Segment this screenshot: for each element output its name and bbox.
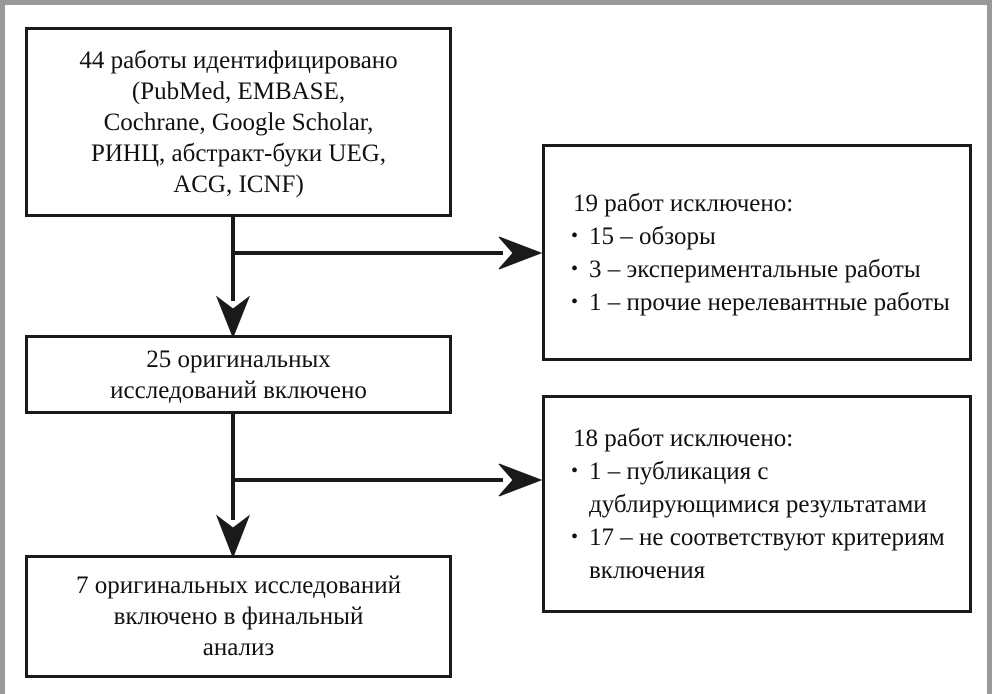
node-line: 7 оригинальных исследований [76, 572, 401, 599]
node-line: анализ [202, 634, 275, 661]
edge-included-to-final [215, 414, 251, 559]
exclusion-reason-text: 1 – прочие нерелевантные работы [589, 288, 950, 316]
exclusion-heading: 19 работ исключено: [573, 189, 794, 217]
node-original-studies-included: 25 оригинальных исследований включено [25, 335, 452, 414]
node-line: Cochrane, Google Scholar, [103, 108, 374, 136]
node-excluded-first-stage: 19 работ исключено: • 15 – обзоры • 3 – … [542, 144, 972, 361]
exclusion-reason-item: • 3 – экспериментальные работы [559, 253, 955, 286]
exclusion-reason-item: • 15 – обзоры [559, 220, 955, 253]
bullet-icon: • [571, 525, 579, 548]
exclusion-reason-list: • 1 – публикация с дублирующимися резуль… [559, 455, 955, 587]
bullet-icon: • [571, 224, 579, 247]
bullet-icon: • [571, 459, 579, 482]
exclusion-reason-item: • 17 – не соответствуют критериям включе… [559, 521, 955, 587]
exclusion-reason-text: 3 – экспериментальные работы [589, 255, 921, 283]
edge-included-to-excluded-2 [233, 463, 543, 497]
node-line: РИНЦ, абстракт-буки UEG, [90, 139, 387, 167]
node-line: 44 работы идентифицировано [79, 46, 398, 74]
exclusion-reason-item: • 1 – прочие нерелевантные работы [559, 286, 955, 319]
bullet-icon: • [571, 290, 579, 313]
node-identified-records: 44 работы идентифицировано (PubMed, EMBA… [25, 27, 452, 217]
exclusion-reason-text: 15 – обзоры [589, 222, 716, 250]
exclusion-reason-list: • 15 – обзоры • 3 – экспериментальные ра… [559, 220, 955, 319]
bullet-icon: • [571, 257, 579, 280]
node-line: ACG, ICNF) [173, 170, 304, 198]
exclusion-heading: 18 работ исключено: [573, 424, 794, 452]
node-line: исследований включено [110, 376, 367, 404]
node-line: включено в финальный [113, 603, 364, 630]
exclusion-reason-item: • 1 – публикация с дублирующимися резуль… [559, 455, 955, 521]
node-line: (PubMed, EMBASE, [131, 77, 346, 105]
node-final-analysis: 7 оригинальных исследований включено в ф… [25, 555, 452, 678]
node-line: 25 оригинальных [146, 345, 331, 373]
edge-sources-to-included [215, 217, 251, 339]
edge-sources-to-excluded-1 [233, 236, 543, 270]
exclusion-reason-text: 17 – не соответствуют критериям включени… [589, 523, 945, 584]
exclusion-reason-text: 1 – публикация с дублирующимися результа… [589, 457, 927, 518]
node-excluded-second-stage: 18 работ исключено: • 1 – публикация с д… [542, 395, 972, 613]
